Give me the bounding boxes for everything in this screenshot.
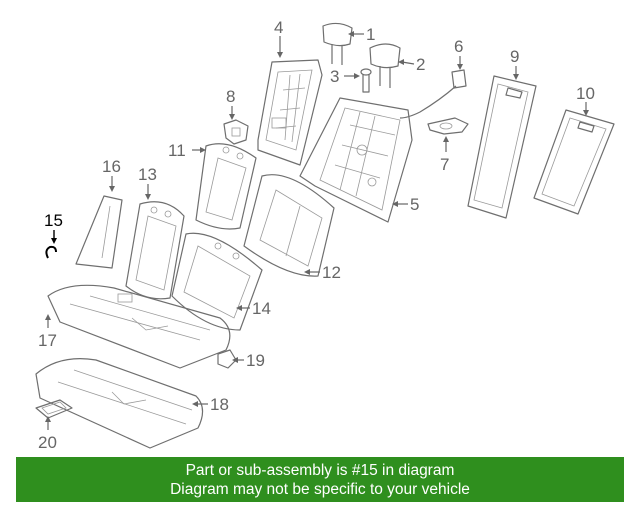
part-5-seatback-frame-right xyxy=(299,97,413,223)
part-11-seatback-cover xyxy=(195,143,257,230)
leader-lines xyxy=(45,31,589,430)
callout-10: 10 xyxy=(576,84,595,103)
part-7-bracket xyxy=(427,117,469,135)
part-6-latch-cable xyxy=(399,69,467,119)
callout-18: 18 xyxy=(210,395,229,414)
part-14-cushion xyxy=(171,232,263,331)
callout-13: 13 xyxy=(138,165,157,184)
callout-1: 1 xyxy=(366,25,375,44)
part-4-seatback-frame-left xyxy=(257,59,323,166)
part-15-clip xyxy=(45,245,57,259)
callout-8: 8 xyxy=(226,87,235,106)
callout-labels: 1 2 3 4 5 6 7 8 9 10 11 12 13 14 15 16 1… xyxy=(38,18,595,452)
part-1-headrest xyxy=(322,22,353,65)
part-18-seat-cushion xyxy=(35,358,204,449)
part-2-headrest xyxy=(369,43,401,88)
callout-20: 20 xyxy=(38,433,57,452)
banner-line-1: Part or sub-assembly is #15 in diagram xyxy=(185,461,455,479)
banner-line-2: Diagram may not be specific to your vehi… xyxy=(170,480,470,498)
callout-4: 4 xyxy=(274,18,283,37)
callout-17: 17 xyxy=(38,331,57,350)
part-10-back-panel xyxy=(533,109,615,215)
part-8-bracket xyxy=(223,119,249,145)
part-3-guide xyxy=(360,68,372,93)
callout-2: 2 xyxy=(416,55,425,74)
part-13-cushion xyxy=(125,201,185,300)
callout-6: 6 xyxy=(454,37,463,56)
callout-12: 12 xyxy=(322,263,341,282)
part-16-bolster xyxy=(75,195,123,269)
callout-11: 11 xyxy=(168,141,186,160)
callout-9: 9 xyxy=(510,47,519,66)
callout-5: 5 xyxy=(410,195,419,214)
callout-14: 14 xyxy=(252,299,271,318)
part-19-clip xyxy=(217,349,237,369)
callout-16: 16 xyxy=(102,157,121,176)
callout-15: 15 xyxy=(44,211,63,230)
part-17-seat-cushion xyxy=(47,284,231,369)
part-9-back-panel xyxy=(467,75,537,219)
part-20-tray xyxy=(35,399,73,419)
callout-3: 3 xyxy=(330,67,339,86)
info-banner: Part or sub-assembly is #15 in diagram D… xyxy=(16,457,624,502)
callout-7: 7 xyxy=(440,155,449,174)
callout-19: 19 xyxy=(246,351,265,370)
parts-diagram: 1 2 3 4 5 6 7 8 9 10 11 12 13 14 15 16 1… xyxy=(35,18,615,452)
part-12-seatback-cover xyxy=(243,174,335,277)
